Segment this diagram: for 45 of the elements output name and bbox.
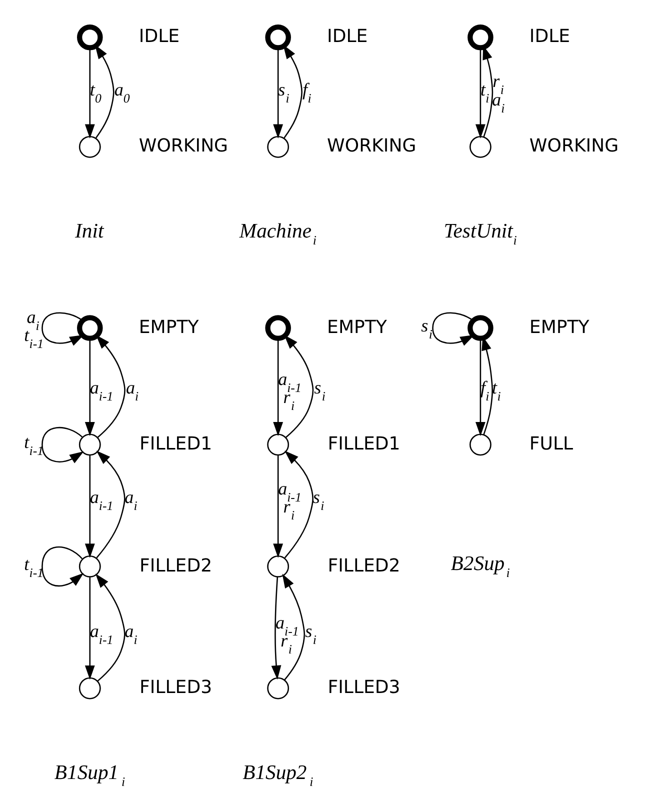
edge-label: a$_{i-1}$ r$_{i}$	[278, 368, 302, 414]
edge-label: a$_{i-1}$	[90, 377, 114, 404]
node-label: EMPTY	[529, 316, 590, 338]
label: TestUnit$_{i}$	[444, 220, 517, 248]
label: Init	[75, 220, 104, 243]
label: B2Sup$_{i}$	[450, 553, 510, 580]
edge-label: t$_{i-1}$	[24, 432, 44, 458]
edge-label: a$_{i}$	[126, 377, 139, 404]
node-label: FILLED3	[328, 677, 400, 698]
edge-label: s$_{i}$	[278, 80, 290, 106]
edge-label: s$_{i}$	[314, 377, 326, 404]
node-label: IDLE	[327, 26, 368, 48]
edge-label: a$_{0}$	[114, 80, 130, 106]
edge-label: a$_{i-1}$	[90, 486, 114, 513]
node-label: WORKING	[138, 136, 228, 157]
node-label: EMPTY	[327, 316, 387, 338]
edge-label: a$_{i}$	[124, 620, 138, 647]
edge-label: f$_{i}$	[302, 80, 312, 106]
node-label: FILLED1	[140, 433, 212, 454]
node-label: WORKING	[529, 136, 619, 157]
edge-label: a$_{i-1}$	[90, 620, 114, 647]
node-label: FILLED3	[140, 677, 212, 698]
node-label: FULL	[529, 433, 574, 454]
label: B1Sup1$_{i}$	[54, 762, 126, 789]
edge-label: t$_{i}$	[480, 80, 490, 106]
edge-label: a$_{i}$ t$_{i-1}$	[24, 307, 44, 352]
node-label: EMPTY	[138, 316, 199, 338]
label: Machine$_{i}$	[239, 220, 316, 248]
node-label: IDLE	[529, 26, 570, 48]
edge-label: r$_{i}$ a$_{i}$	[492, 71, 505, 116]
edge-label: a$_{i}$	[124, 486, 138, 513]
edge-label: a$_{i-1}$ r$_{i}$	[276, 612, 299, 657]
edge-label: t$_{0}$	[90, 80, 102, 106]
node-label: WORKING	[327, 136, 416, 157]
edge-label: t$_{i}$	[492, 377, 501, 404]
node-label: FILLED2	[140, 555, 212, 576]
edge-label: s$_{i}$	[421, 315, 432, 342]
node-label: FILLED2	[328, 555, 400, 576]
edge-label: t$_{i-1}$	[24, 554, 44, 580]
node-label: IDLE	[138, 26, 180, 48]
edge-label: f$_{i}$	[480, 377, 490, 404]
edge-label: s$_{i}$	[305, 620, 316, 647]
edge-label: a$_{i-1}$ r$_{i}$	[278, 478, 302, 523]
label: B1Sup2$_{i}$	[242, 762, 314, 789]
node-label: FILLED1	[328, 433, 400, 454]
